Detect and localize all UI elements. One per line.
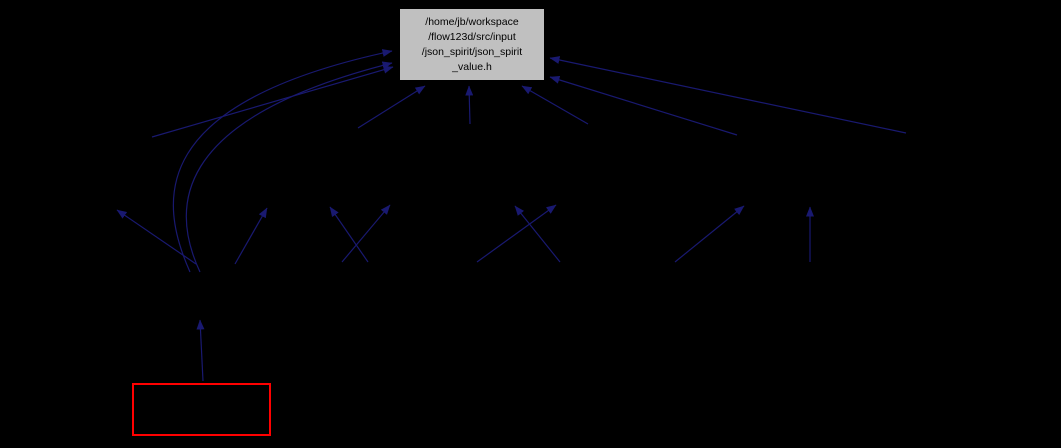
graph-edge xyxy=(185,61,393,273)
graph-edge xyxy=(521,85,589,125)
graph-edge xyxy=(341,204,391,263)
graph-edge xyxy=(172,49,393,273)
graph-edge xyxy=(357,85,426,129)
edge-group xyxy=(116,49,907,382)
root-file-node[interactable]: /home/jb/workspace /flow123d/src/input /… xyxy=(399,8,545,81)
graph-edge xyxy=(674,205,745,263)
graph-edge xyxy=(234,207,268,265)
graph-edge xyxy=(549,75,738,136)
graph-edge xyxy=(329,206,369,263)
graph-edge xyxy=(514,205,561,263)
graph-edge xyxy=(151,65,394,138)
graph-edge xyxy=(196,319,205,382)
truncated-node[interactable] xyxy=(132,383,271,436)
root-file-label-line-1: /home/jb/workspace xyxy=(425,15,519,28)
root-file-label-line-2: /flow123d/src/input xyxy=(428,30,516,43)
graph-edge xyxy=(549,56,907,134)
root-file-label-line-3: /json_spirit/json_spirit xyxy=(421,45,523,58)
graph-edge xyxy=(465,85,474,125)
root-file-label-line-4: _value.h xyxy=(452,60,492,73)
graph-edge xyxy=(116,209,197,265)
graph-edge xyxy=(476,204,557,263)
